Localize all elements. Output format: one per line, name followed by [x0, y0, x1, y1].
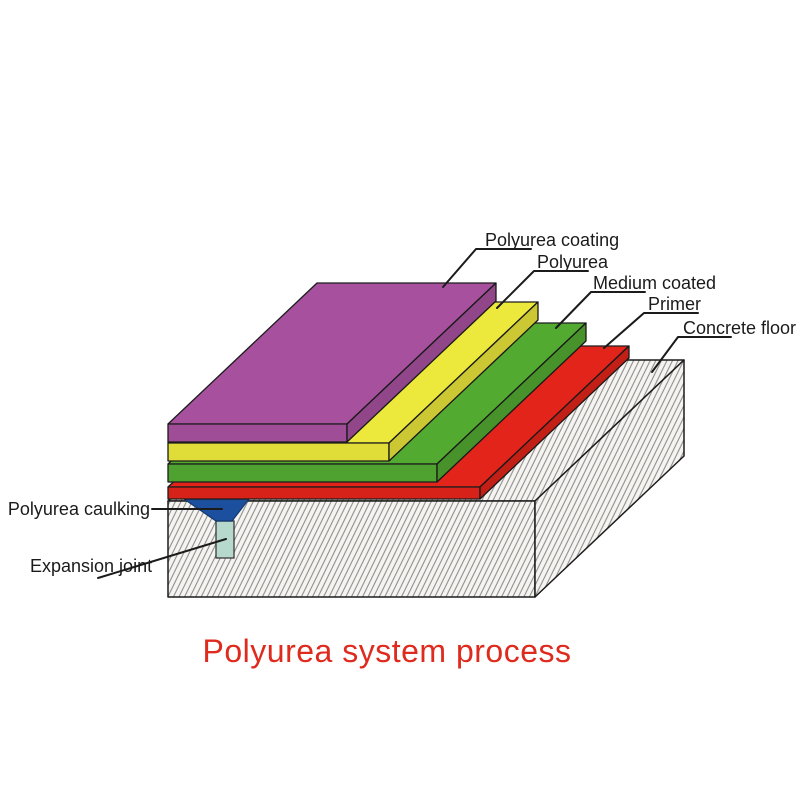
medium-coated-front-face [167, 463, 438, 483]
label-medium-coated: Medium coated [593, 273, 716, 293]
primer-right-face [479, 345, 630, 500]
label-expansion-joint: Expansion joint [30, 556, 152, 576]
polyurea-coating-right-face [346, 282, 497, 443]
primer-front-face [167, 486, 481, 500]
label-concrete-floor: Concrete floor [683, 318, 796, 338]
leader-lines [97, 248, 732, 579]
leader-expansion-joint [97, 538, 227, 579]
label-primer: Primer [648, 294, 701, 314]
label-polyurea-coating: Polyurea coating [485, 230, 619, 250]
leader-concrete-floor [651, 336, 732, 373]
polyurea-right-face [388, 301, 539, 462]
label-polyurea: Polyurea [537, 252, 609, 272]
leader-polyurea [496, 270, 589, 309]
medium-coated-right-face [436, 322, 587, 483]
layer-polyurea-coating [167, 282, 497, 443]
label-polyurea-caulking: Polyurea caulking [8, 499, 150, 519]
polyurea-front-face [167, 442, 390, 462]
leader-polyurea-coating [442, 248, 532, 288]
concrete-right-face [534, 359, 685, 598]
leader-primer [603, 312, 699, 349]
polyurea-coating-front-face [167, 423, 348, 443]
diagram-title: Polyurea system process [203, 633, 572, 669]
diagram-labels: Polyurea coating Polyurea Medium coated … [8, 230, 796, 576]
leader-medium-coated [555, 291, 646, 329]
